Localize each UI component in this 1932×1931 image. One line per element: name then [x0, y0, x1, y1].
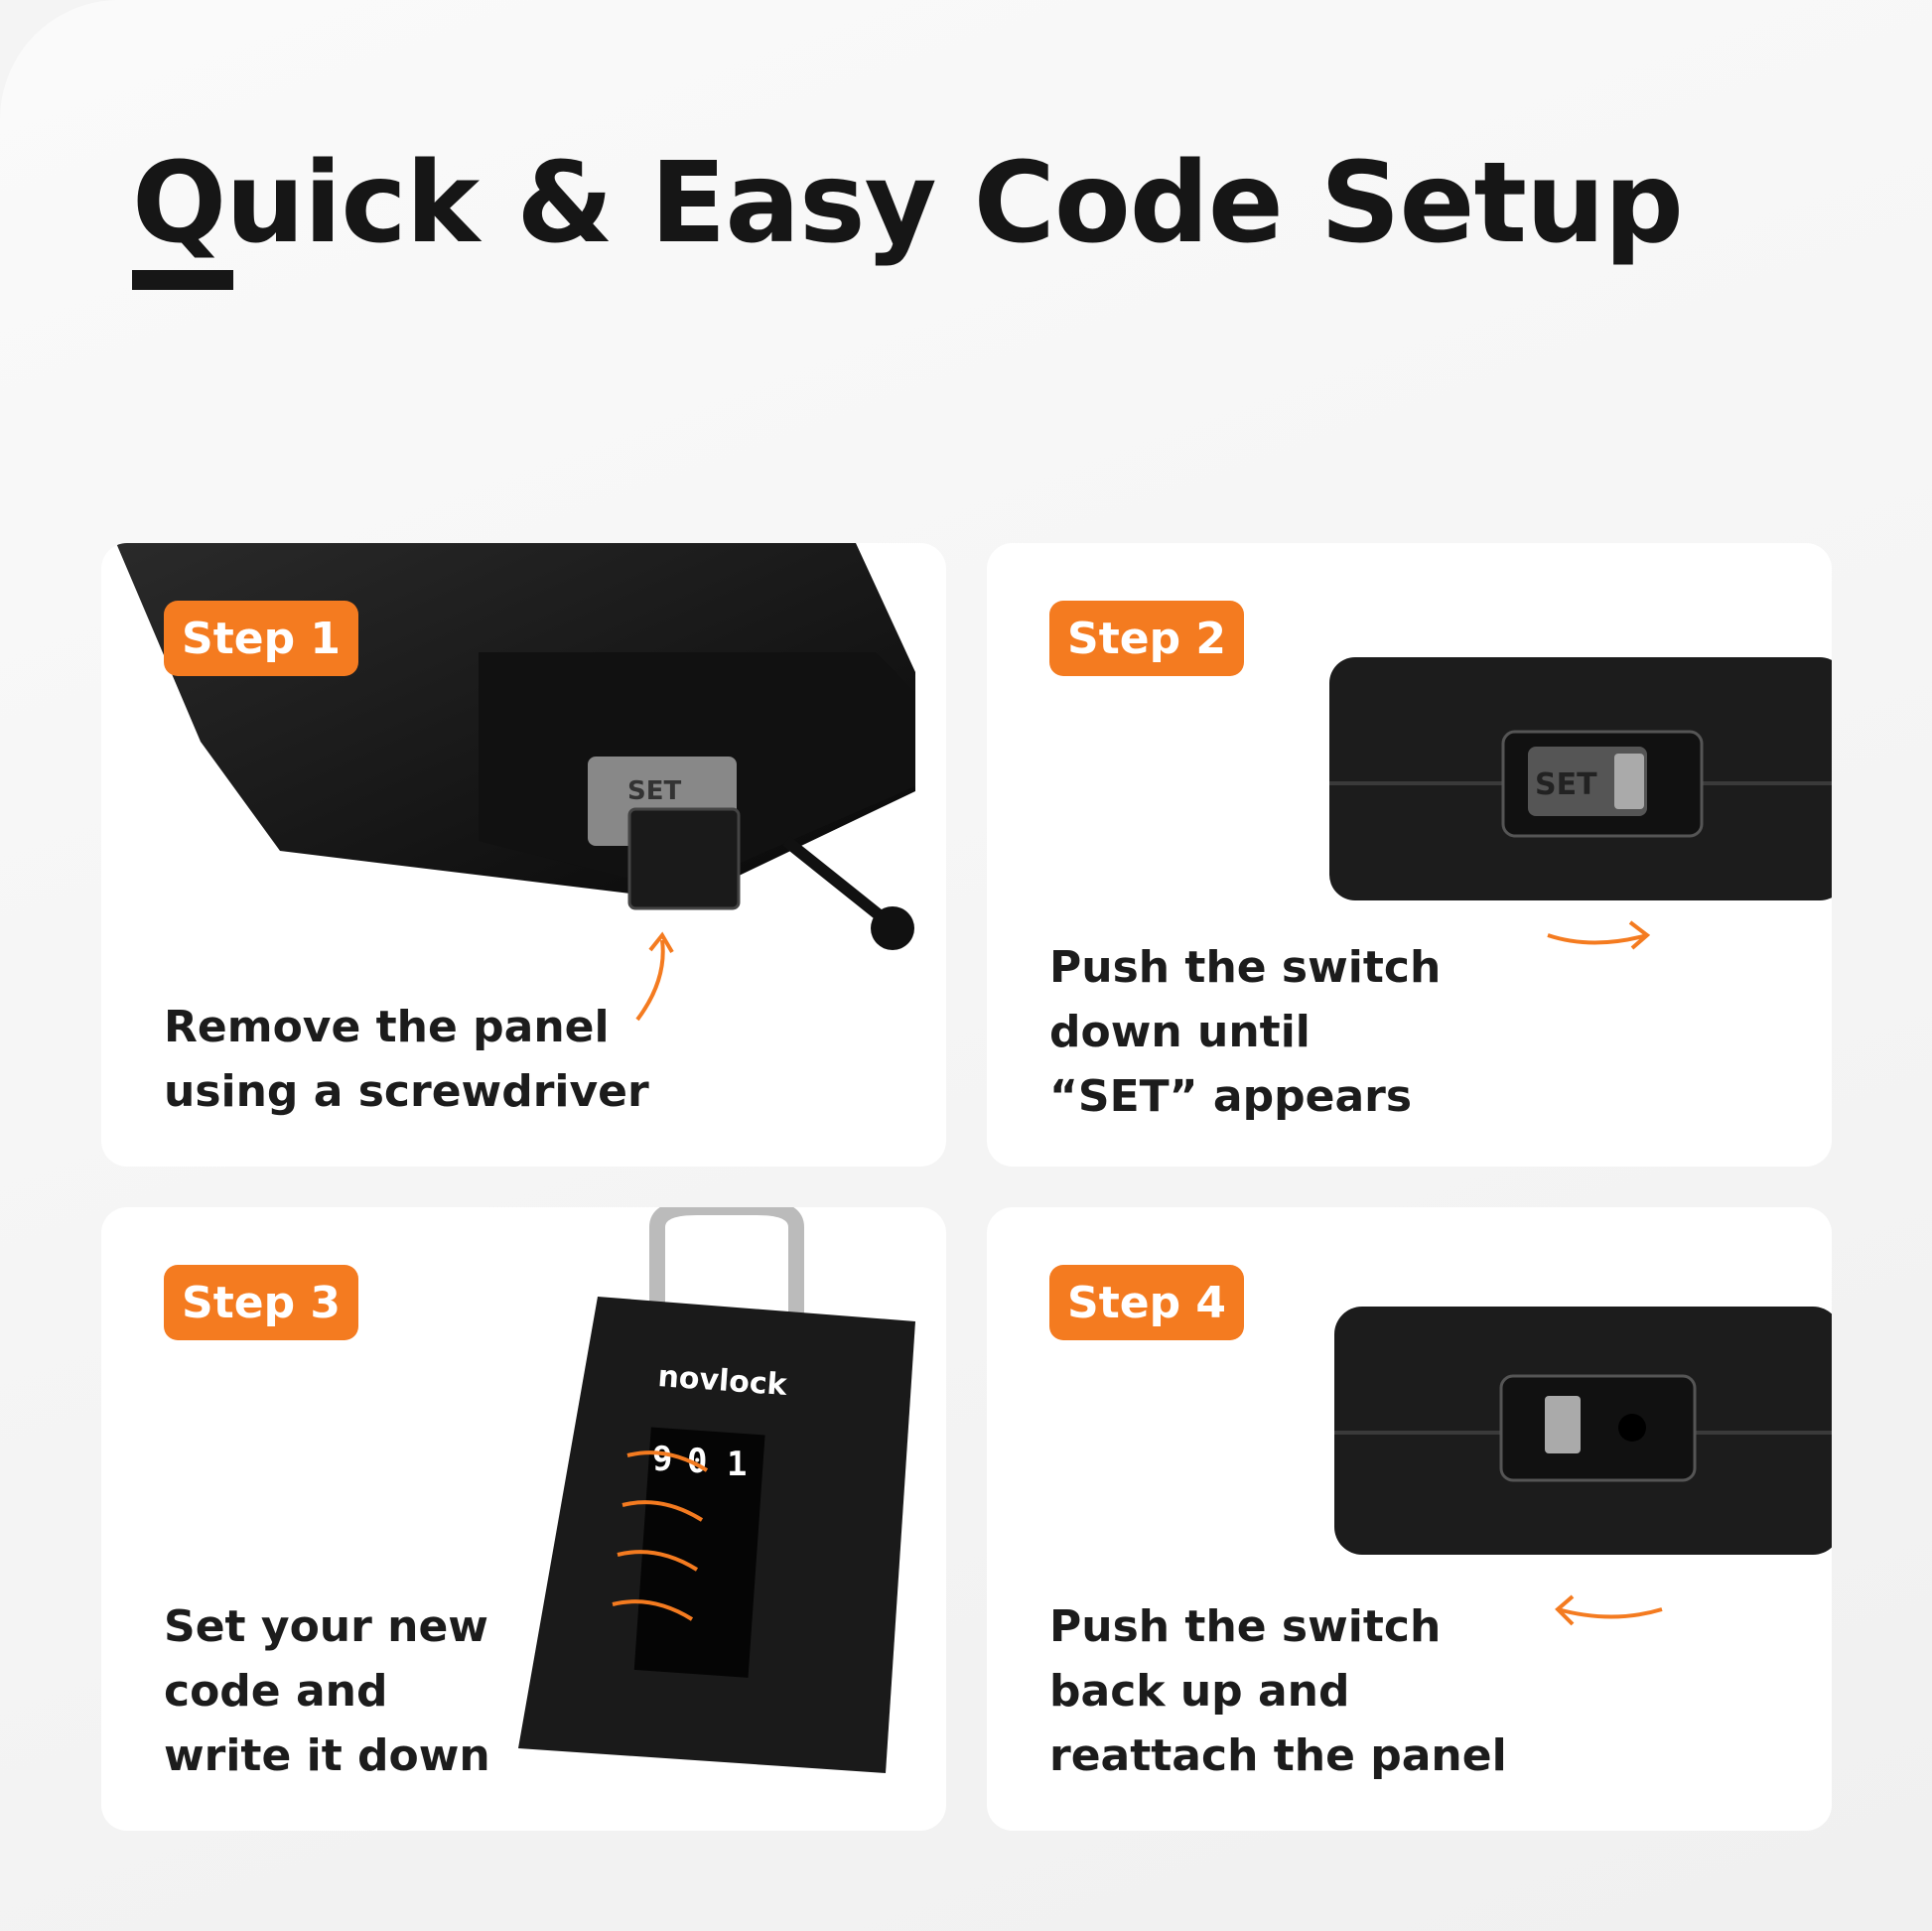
- step-description: Set your new code and write it down: [164, 1594, 490, 1788]
- title-underline: [132, 270, 233, 290]
- lock-switch-down-image: SET: [1329, 657, 1832, 950]
- step-description: Remove the panel using a screwdriver: [164, 995, 649, 1124]
- description-line: code and: [164, 1666, 388, 1717]
- lock-panel-removal-image: SET: [116, 543, 915, 1022]
- step-badge: Step 4: [1049, 1265, 1244, 1340]
- step-badge: Step 3: [164, 1265, 358, 1340]
- step-card-4: Step 4 Push the switch back up and reatt…: [987, 1207, 1832, 1831]
- description-line: back up and: [1049, 1666, 1350, 1717]
- svg-text:1: 1: [727, 1445, 747, 1484]
- step-card-1: SET Step 1 Remove the panel using a scre…: [101, 543, 946, 1167]
- description-line: Push the switch: [1049, 1601, 1442, 1652]
- description-line: “SET” appears: [1049, 1071, 1413, 1122]
- svg-text:9: 9: [652, 1440, 672, 1479]
- step-card-2: SET Step 2 Push the switch down until “S…: [987, 543, 1832, 1167]
- description-line: write it down: [164, 1730, 490, 1781]
- description-line: down until: [1049, 1007, 1311, 1057]
- lock-switch-up-image: [1334, 1307, 1832, 1626]
- step-description: Push the switch back up and reattach the…: [1049, 1594, 1507, 1788]
- set-label: SET: [1535, 767, 1597, 802]
- description-line: Push the switch: [1049, 942, 1442, 993]
- svg-text:0: 0: [687, 1442, 707, 1481]
- description-line: Remove the panel: [164, 1002, 610, 1052]
- step-badge: Step 1: [164, 601, 358, 676]
- step-description: Push the switch down until “SET” appears: [1049, 935, 1441, 1129]
- description-line: using a screwdriver: [164, 1066, 649, 1117]
- step-badge: Step 2: [1049, 601, 1244, 676]
- description-line: Set your new: [164, 1601, 488, 1652]
- page-title: Quick & Easy Code Setup: [132, 139, 1684, 268]
- set-label: SET: [627, 776, 681, 806]
- description-line: reattach the panel: [1049, 1730, 1507, 1781]
